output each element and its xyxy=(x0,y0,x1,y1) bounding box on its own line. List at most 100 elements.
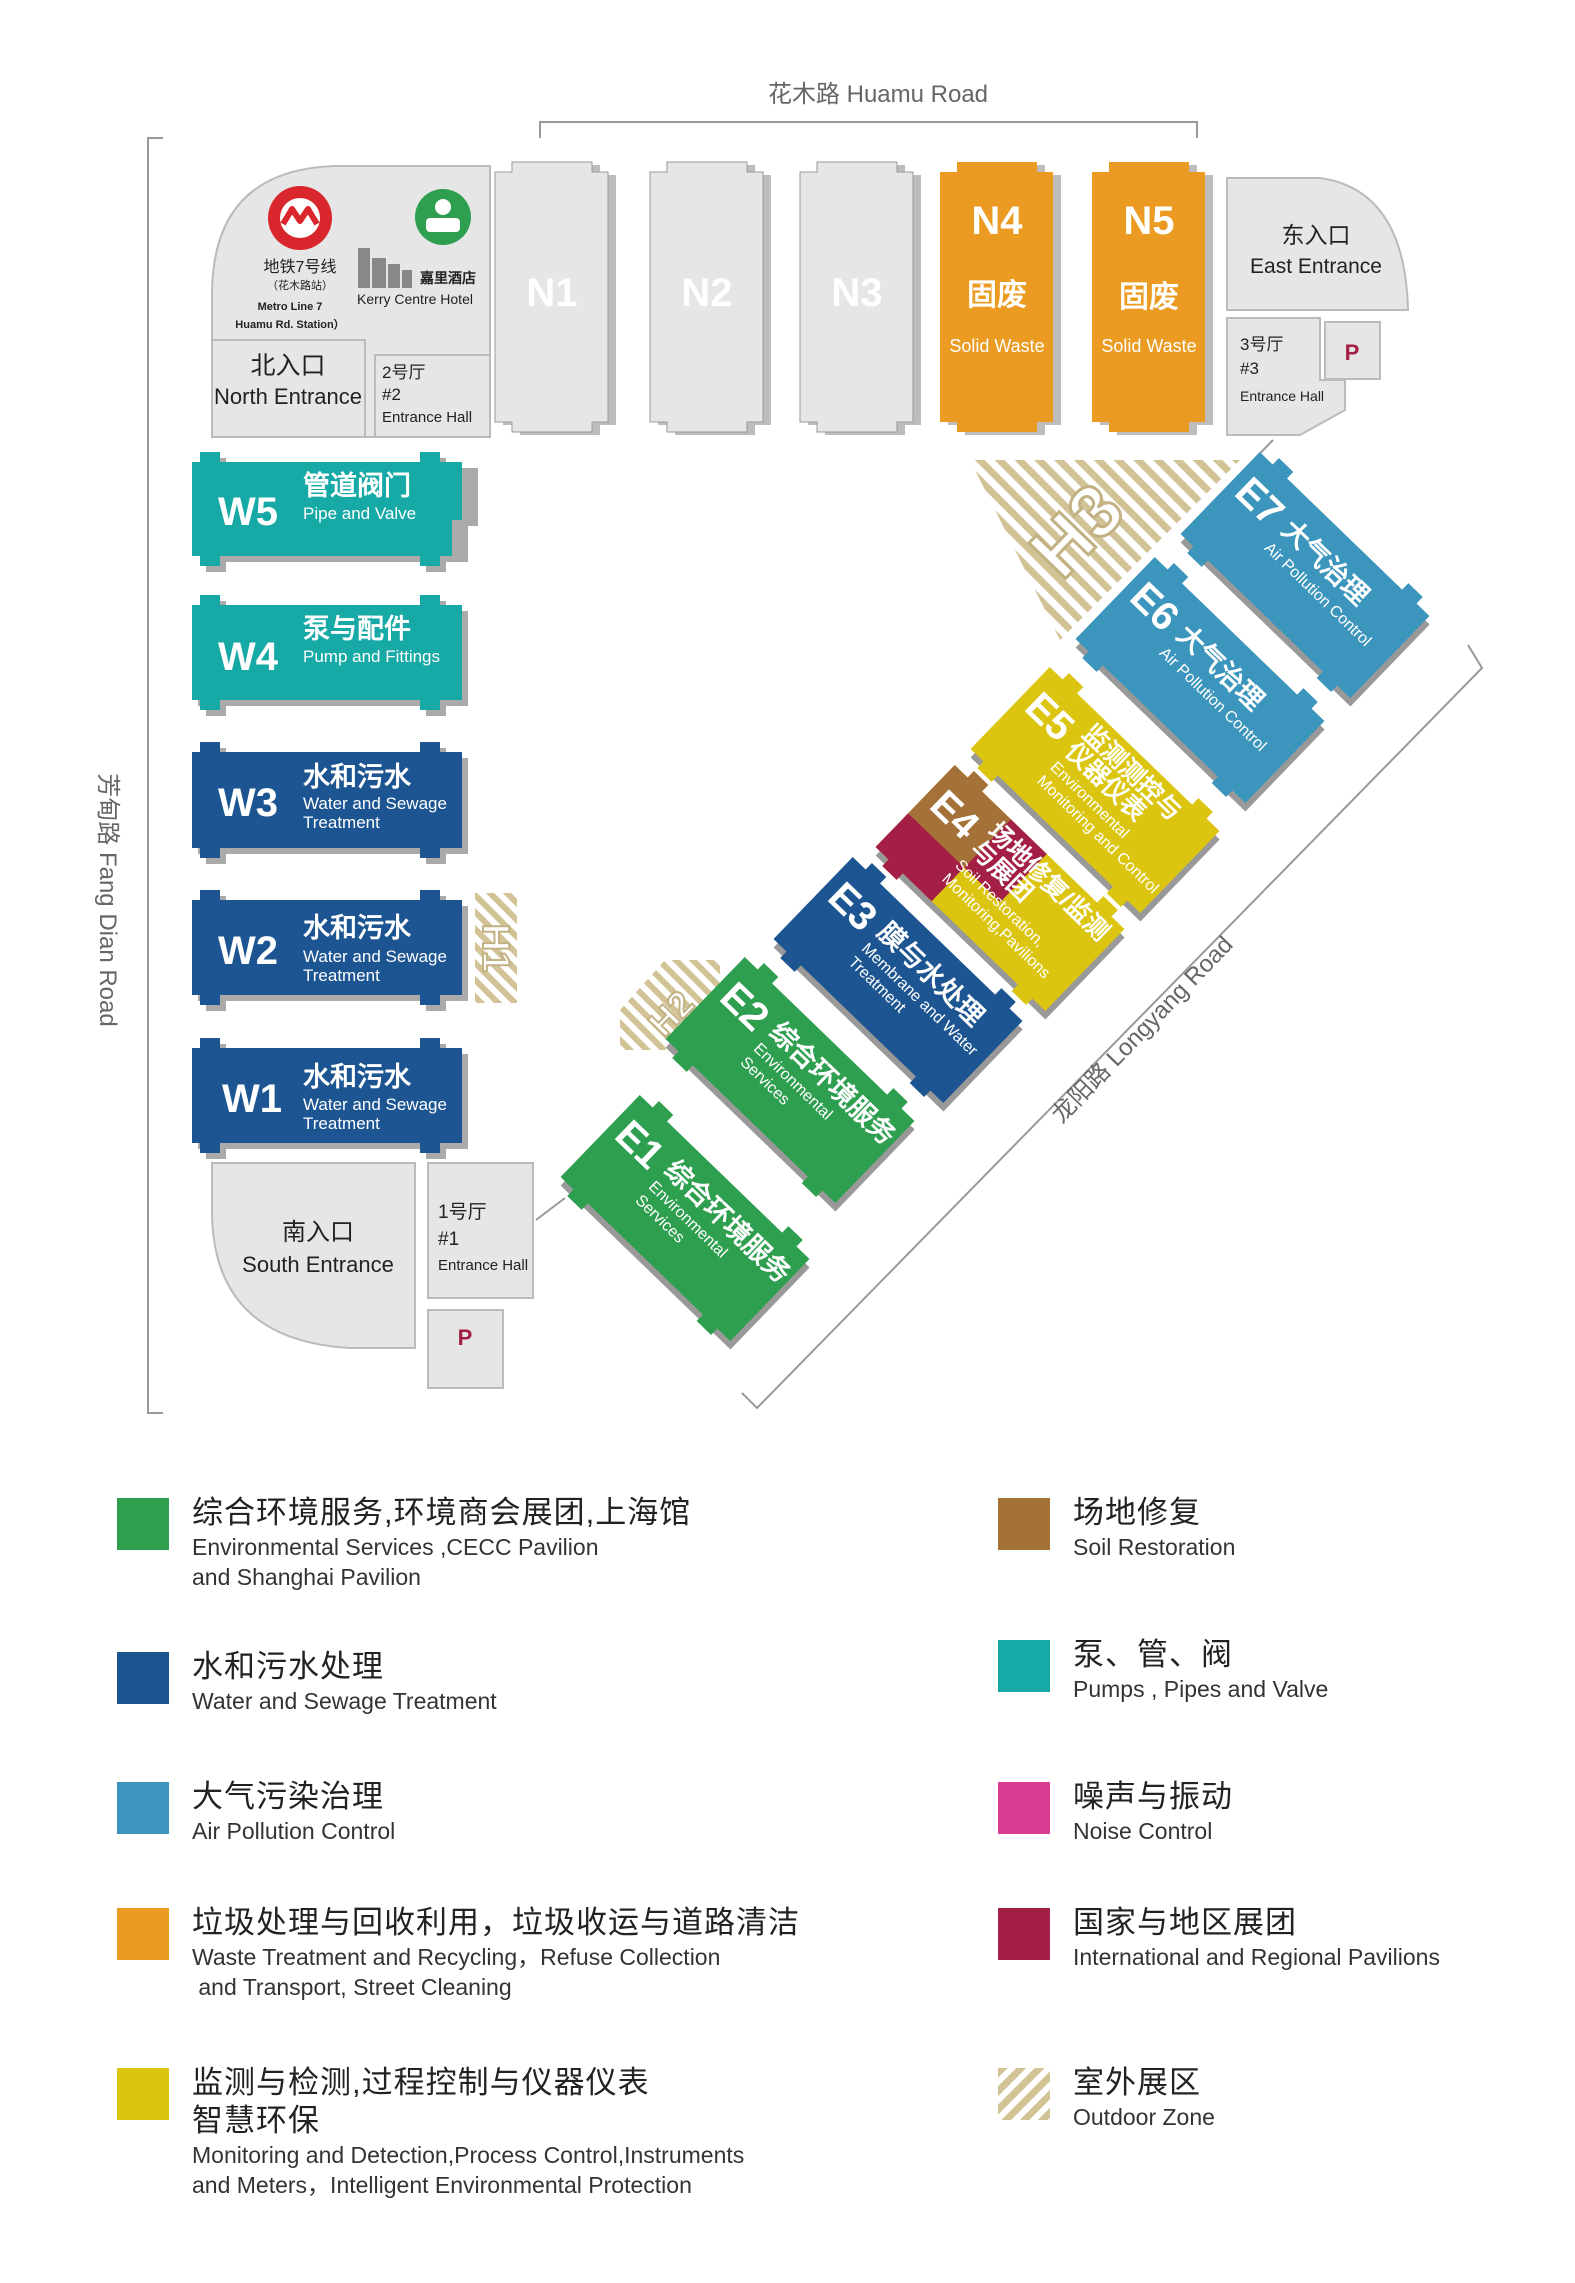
metro-line-en: Metro Line 7 xyxy=(258,301,323,313)
hall-n4-en: Solid Waste xyxy=(949,336,1044,356)
hall-w1[interactable]: W1 水和污水 Water and Sewage Treatment xyxy=(192,1038,468,1159)
legend-label-en: and Shanghai Pavilion xyxy=(192,1564,421,1590)
legend-swatch xyxy=(998,1640,1050,1692)
road-lines xyxy=(147,121,1484,1414)
hall-n2[interactable]: N2 xyxy=(649,161,771,435)
hall-w1-en2: Treatment xyxy=(303,1114,380,1133)
road-label-huamu: 花木路 Huamu Road xyxy=(768,81,988,108)
hall-w2-zh: 水和污水 xyxy=(303,913,412,943)
east-entrance-zh: 东入口 xyxy=(1282,222,1351,248)
south-entrance-en: South Entrance xyxy=(242,1252,394,1277)
east-entrance[interactable] xyxy=(1226,177,1410,311)
hall3-entrance[interactable] xyxy=(1226,317,1346,436)
metro-icon xyxy=(268,186,332,250)
legend-label-zh: 综合环境服务,环境商会展团,上海馆 xyxy=(192,1495,692,1530)
outdoor-zone-h3[interactable]: H3 xyxy=(970,460,1240,640)
hall-e6[interactable]: E6 大气治理 Air Pollution Control xyxy=(1069,551,1335,814)
outdoor-zone-h1-label: H1 xyxy=(474,924,516,973)
legend-label-zh-2: 智慧环保 xyxy=(192,2103,320,2138)
hall-w3[interactable]: W3 水和污水 Water and Sewage Treatment xyxy=(192,742,468,864)
legend-swatch xyxy=(998,1908,1050,1960)
hall3-num: #3 xyxy=(1240,359,1259,378)
parking-south[interactable] xyxy=(427,1309,504,1389)
hall-w3-en2: Treatment xyxy=(303,813,380,832)
legend-label-zh: 水和污水处理 xyxy=(192,1649,384,1684)
legend-label-en: Environmental Services ,CECC Pavilion xyxy=(192,1534,599,1560)
hall-w4-zh: 泵与配件 xyxy=(303,614,411,644)
legend-label-en: Soil Restoration xyxy=(1073,1534,1236,1560)
hall-n3-code: N3 xyxy=(831,271,882,315)
venue-map: 花木路 Huamu Road 芳甸路 Fang Dian Road 龙阳路 Lo… xyxy=(94,81,1484,1414)
hall-w3-zh: 水和污水 xyxy=(303,762,412,792)
hall-n4[interactable]: N4 固废 Solid Waste xyxy=(940,162,1061,435)
road-label-fangdian: 芳甸路 Fang Dian Road xyxy=(94,773,121,1026)
hall-w4-code: W4 xyxy=(218,635,279,679)
legend-label-en: International and Regional Pavilions xyxy=(1073,1944,1440,1970)
north-entrance-en: North Entrance xyxy=(214,384,362,409)
hall3-en: Entrance Hall xyxy=(1240,388,1324,404)
hall-w2-code: W2 xyxy=(218,929,278,973)
hall3-zh: 3号厅 xyxy=(1240,335,1283,354)
hall2-entrance[interactable] xyxy=(374,354,491,438)
north-entrance-zh: 北入口 xyxy=(250,352,325,380)
hall1-entrance[interactable] xyxy=(427,1162,534,1299)
hall-w3-en1: Water and Sewage xyxy=(303,794,447,813)
hall-w5[interactable]: W5 管道阀门 Pipe and Valve xyxy=(192,452,478,572)
legend-swatch xyxy=(117,2068,169,2120)
legend-label-zh: 大气污染治理 xyxy=(192,1779,384,1814)
north-entrance-box[interactable] xyxy=(211,339,366,438)
hotel-zh: 嘉里酒店 xyxy=(419,270,476,286)
hall-w5-en: Pipe and Valve xyxy=(303,504,416,523)
hall2-num: #2 xyxy=(382,385,401,404)
hall-w4[interactable]: W4 泵与配件 Pump and Fittings xyxy=(192,595,468,716)
hall-e7[interactable]: E7 大气治理 Air Pollution Control xyxy=(1174,446,1440,709)
hall-n5[interactable]: N5 固废 Solid Waste xyxy=(1092,162,1213,435)
legend-label-zh: 监测与检测,过程控制与仪器仪表 xyxy=(192,2065,650,2100)
hall2-en: Entrance Hall xyxy=(382,409,472,426)
legend-label-zh: 场地修复 xyxy=(1073,1495,1201,1530)
legend-label-en: Air Pollution Control xyxy=(192,1818,396,1844)
hall-w5-code: W5 xyxy=(218,490,278,534)
hotel-en: Kerry Centre Hotel xyxy=(357,291,473,307)
legend-label-en: Monitoring and Detection,Process Control… xyxy=(192,2142,745,2168)
legend-swatch xyxy=(117,1498,169,1550)
legend-label-zh: 泵、管、阀 xyxy=(1073,1637,1233,1672)
hall-e1[interactable]: E1 综合环境服务 Environmental Services xyxy=(554,1089,820,1352)
hall-e3[interactable]: E3 膜与水处理 Membrane and Water Treatment xyxy=(767,851,1033,1114)
south-entrance[interactable] xyxy=(211,1162,416,1349)
legend-label-zh: 国家与地区展团 xyxy=(1073,1905,1297,1940)
hotel-icon xyxy=(415,189,471,245)
east-entrance-en: East Entrance xyxy=(1250,255,1382,278)
hall-n5-en: Solid Waste xyxy=(1101,336,1196,356)
legend-swatch xyxy=(117,1652,169,1704)
hall-w1-code: W1 xyxy=(222,1077,282,1121)
hall-n1[interactable]: N1 xyxy=(494,161,616,435)
hall-w2[interactable]: W2 水和污水 Water and Sewage Treatment xyxy=(192,890,468,1011)
building-icon xyxy=(358,248,412,288)
legend-swatch xyxy=(998,1782,1050,1834)
hall2-zh: 2号厅 xyxy=(382,363,425,382)
legend-label-en: and Transport, Street Cleaning xyxy=(192,1974,512,2000)
legend-label-en: Outdoor Zone xyxy=(1073,2104,1215,2130)
hall-n5-zh: 固废 xyxy=(1119,281,1179,314)
hall-w4-en: Pump and Fittings xyxy=(303,647,440,666)
metro-station-en: Huamu Rd. Station） xyxy=(235,318,344,331)
hall1-num: #1 xyxy=(438,1229,459,1250)
outdoor-zone-h1[interactable]: H1 xyxy=(473,893,517,1003)
hall-w3-code: W3 xyxy=(218,781,278,825)
hall-n4-zh: 固废 xyxy=(967,279,1027,312)
parking-east[interactable] xyxy=(1324,321,1381,380)
parking-east-label: P xyxy=(1345,340,1360,365)
hall-w2-en1: Water and Sewage xyxy=(303,947,447,966)
legend-label-zh: 室外展区 xyxy=(1073,2065,1201,2100)
hall-n2-code: N2 xyxy=(681,271,732,315)
hall1-en: Entrance Hall xyxy=(438,1257,528,1274)
hall-n3[interactable]: N3 xyxy=(799,161,921,435)
hall-w2-en2: Treatment xyxy=(303,966,380,985)
legend-label-en: and Meters，Intelligent Environmental Pro… xyxy=(192,2172,692,2198)
legend-swatch xyxy=(117,1908,169,1960)
hall1-zh: 1号厅 xyxy=(438,1202,487,1223)
legend-label-en: Pumps , Pipes and Valve xyxy=(1073,1676,1329,1702)
legend-label-en: Water and Sewage Treatment xyxy=(192,1688,497,1714)
parking-south-label: P xyxy=(458,1325,473,1350)
